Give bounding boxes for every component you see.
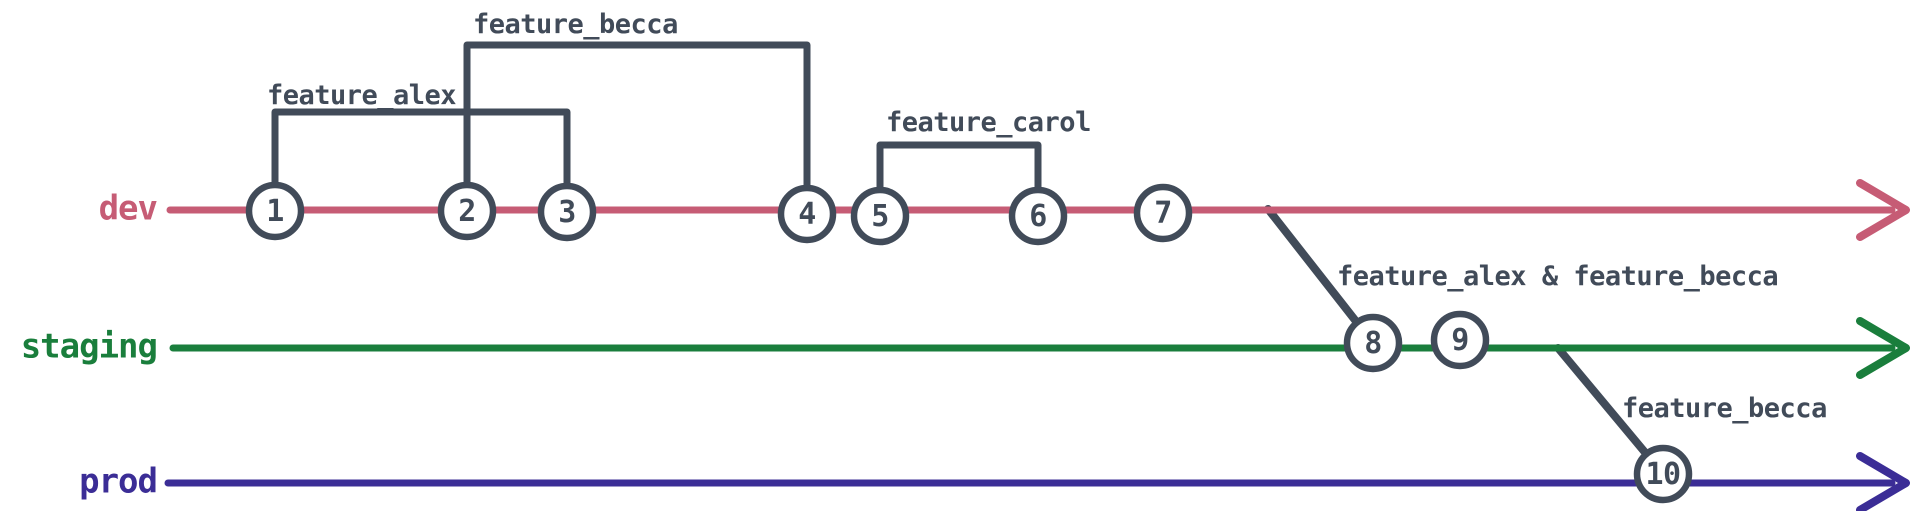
- commit-node-6: [1008, 186, 1068, 246]
- commit-node-9: [1430, 310, 1490, 370]
- bracket-label-feature_carol: feature_carol: [886, 107, 1091, 138]
- branch-arrow-prod: [1856, 452, 1910, 511]
- commit-node-8: [1343, 313, 1403, 373]
- branch-arrow-staging: [1856, 317, 1910, 379]
- merge-label-1: feature_alex & feature_becca: [1337, 261, 1778, 292]
- commit-number-10: 10: [1645, 457, 1680, 492]
- commit-number-5: 5: [871, 199, 889, 234]
- bracket-feature_carol: [876, 141, 1042, 220]
- commit-number-1: 1: [266, 194, 284, 229]
- bracket-feature_alex: [271, 108, 571, 216]
- commit-number-4: 4: [798, 197, 816, 232]
- commit-number-7: 7: [1154, 196, 1172, 231]
- branch-line-prod: [164, 479, 1896, 488]
- commit-node-3: [537, 182, 597, 242]
- commit-number-6: 6: [1029, 199, 1047, 234]
- bracket-feature_becca: [463, 41, 811, 218]
- branch-label-staging: staging: [20, 326, 158, 367]
- bracket-label-feature_becca: feature_becca: [473, 9, 678, 40]
- commit-node-5: [850, 186, 910, 246]
- branch-label-dev: dev: [98, 188, 158, 229]
- commit-number-3: 3: [558, 195, 576, 230]
- commit-node-1: [245, 181, 305, 241]
- branch-label-prod: prod: [79, 461, 158, 502]
- commit-node-2: [437, 181, 497, 241]
- commit-number-9: 9: [1451, 323, 1469, 358]
- commit-node-4: [777, 184, 837, 244]
- commit-number-8: 8: [1364, 326, 1382, 361]
- branch-arrow-dev: [1856, 179, 1910, 241]
- branch-line-staging: [169, 344, 1896, 353]
- bracket-label-feature_alex: feature_alex: [267, 80, 456, 111]
- commit-node-10: [1633, 444, 1693, 504]
- merge-label-2: feature_becca: [1622, 393, 1827, 424]
- commit-node-7: [1133, 183, 1193, 243]
- commit-number-2: 2: [458, 194, 476, 229]
